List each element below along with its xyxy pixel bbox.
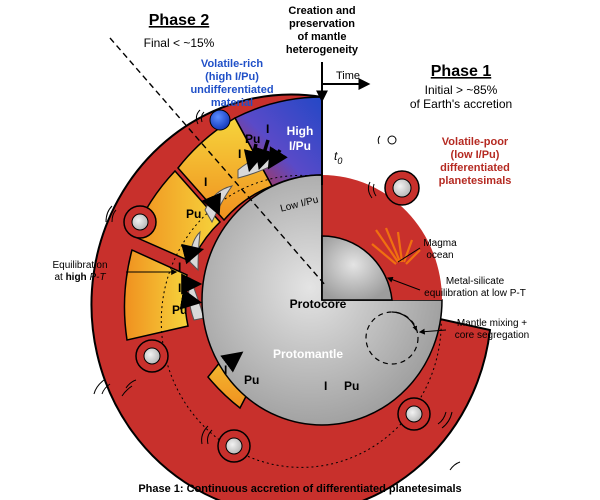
label-pu: Pu [344, 379, 359, 393]
svg-text:at high P-T: at high P-T [54, 272, 106, 283]
svg-text:Magma: Magma [423, 238, 457, 249]
label-i: I [204, 175, 207, 189]
high-ipu-label-1: High [287, 124, 314, 138]
time-label: Time [336, 70, 360, 82]
svg-text:Equilibration: Equilibration [52, 260, 107, 271]
label-pu: Pu [244, 373, 259, 387]
svg-text:Metal-silicate: Metal-silicate [446, 276, 505, 287]
label-i: I [324, 379, 327, 393]
svg-text:Volatile-poor: Volatile-poor [442, 136, 509, 148]
metal-silicate-label: Metal-silicate equilibration at low P-T [424, 276, 526, 299]
svg-text:Creation and: Creation and [288, 5, 355, 17]
volatile-poor-label: Volatile-poor (low I/Pu) differentiated … [439, 136, 512, 187]
svg-text:Mantle mixing +: Mantle mixing + [457, 318, 527, 329]
label-pu: Pu [172, 303, 187, 317]
volatile-rich-label: Volatile-rich (high I/Pu) undifferentiat… [190, 58, 273, 109]
svg-text:(high I/Pu): (high I/Pu) [205, 71, 259, 83]
svg-text:Volatile-rich: Volatile-rich [201, 58, 263, 70]
injection-arrows [179, 139, 288, 373]
label-i: I [266, 122, 269, 136]
time-axis: Time t0 [321, 70, 371, 185]
mantle-mixing-label: Mantle mixing + core segregation [455, 318, 530, 341]
phase1-title: Phase 1 [431, 63, 492, 80]
svg-text:heterogeneity: heterogeneity [286, 44, 359, 56]
planetesimal [201, 425, 251, 463]
volatile-rich-ball [195, 109, 231, 131]
magma-ocean-pointer [397, 247, 421, 263]
svg-text:(low I/Pu): (low I/Pu) [451, 149, 500, 161]
svg-text:equilibration at low P-T: equilibration at low P-T [424, 288, 526, 299]
label-pu: Pu [186, 207, 201, 221]
svg-text:undifferentiated: undifferentiated [190, 84, 273, 96]
svg-text:core segregation: core segregation [455, 330, 530, 341]
svg-text:of mantle: of mantle [298, 31, 347, 43]
planetesimals [93, 109, 461, 471]
svg-text:planetesimals: planetesimals [439, 175, 512, 187]
phase1-line2: of Earth's accretion [410, 97, 512, 111]
protomantle-label: Protomantle [273, 347, 343, 361]
protocore-label: Protocore [290, 297, 347, 311]
label-i: I [238, 147, 241, 161]
equilibration-label: Equilibration at high P-T [52, 260, 107, 283]
label-i: I [178, 260, 181, 274]
phase2-title: Phase 2 [149, 12, 210, 29]
phase2-subtitle: Final < ~15% [144, 36, 215, 50]
creation-label: Creation and preservation of mantle hete… [286, 5, 359, 56]
svg-text:differentiated: differentiated [440, 162, 510, 174]
magma-ocean-rays [371, 227, 421, 265]
svg-text:ocean: ocean [426, 250, 453, 261]
label-i: I [178, 281, 181, 295]
planetesimal [397, 397, 453, 431]
mantle-mixing-pointer [418, 328, 447, 335]
magma-ocean-label: Magma ocean [423, 238, 457, 261]
label-pu: Pu [245, 132, 260, 146]
t0-label: t0 [334, 149, 342, 166]
element-labels: Pu I I I Pu I I Pu I Pu I Pu [172, 122, 359, 393]
svg-text:material: material [211, 97, 253, 109]
label-i: I [224, 363, 227, 377]
protocore [201, 174, 443, 426]
planetesimal [367, 170, 420, 206]
metal-silicate-pointer [386, 276, 421, 291]
svg-text:preservation: preservation [289, 18, 355, 30]
planetesimal [105, 205, 157, 239]
phase-divider-line [109, 37, 327, 287]
planetesimal [121, 339, 169, 397]
high-ipu-label-2: I/Pu [289, 139, 311, 153]
figure-caption: Phase 1: Continuous accretion of differe… [138, 483, 461, 495]
planetesimal [377, 135, 397, 145]
phase1-line1: Initial > ~85% [425, 83, 498, 97]
